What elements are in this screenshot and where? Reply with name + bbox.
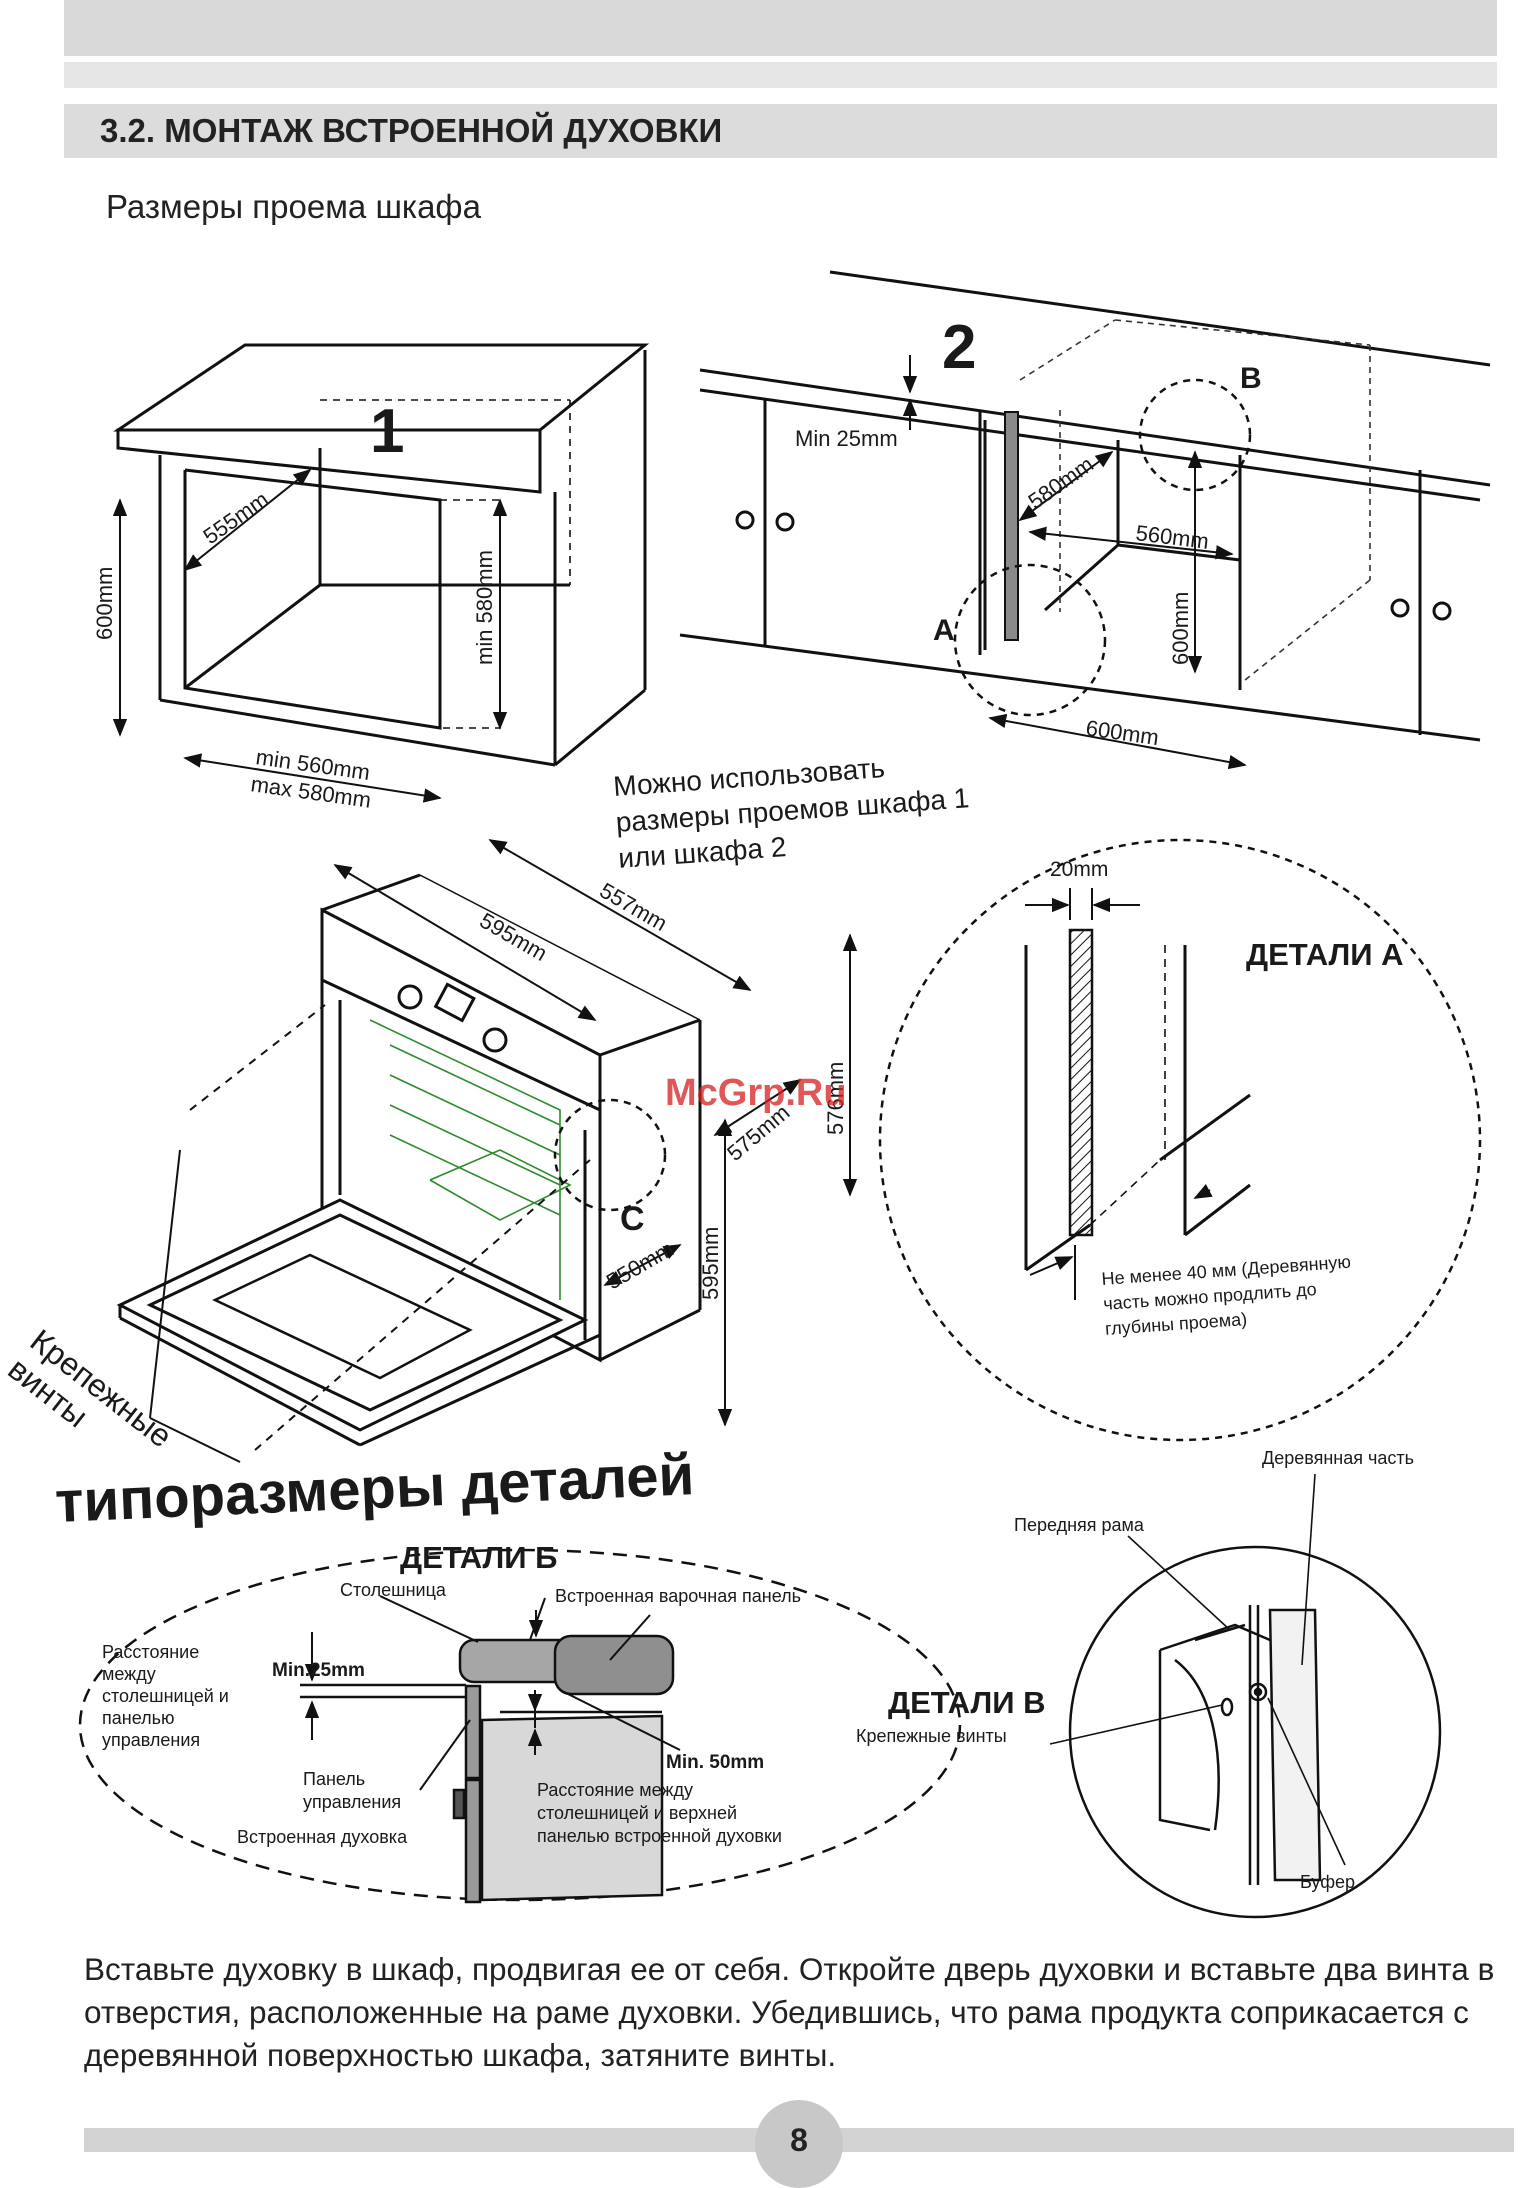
detail-v-title: ДЕТАЛИ В [888, 1685, 1046, 1720]
svg-text:столешницей и верхней: столешницей и верхней [537, 1803, 737, 1823]
svg-text:панелью: панелью [102, 1708, 175, 1728]
big-heading: типоразмеры деталей [54, 1442, 696, 1535]
svg-text:управления: управления [102, 1730, 200, 1750]
cabinet-1-diagram [113, 343, 650, 767]
oven-door-depth-label: 550mm [602, 1236, 678, 1294]
top-decor-bar [64, 0, 1497, 56]
cabinet-1-min-height-label: min 580mm [472, 550, 497, 665]
cabinet-1-number: 1 [370, 397, 404, 466]
detail-a-circle [878, 838, 1482, 1442]
cabinet-2-min-gap-label: Min 25mm [795, 426, 898, 451]
oven-detail-circle-c [553, 1098, 667, 1212]
svg-text:между: между [102, 1664, 156, 1684]
detail-b-oven-label: Встроенная духовка [237, 1827, 408, 1847]
oven-racks [369, 1019, 572, 1300]
cabinet-2-label-b: B [1240, 362, 1262, 395]
cabinet-1-depth-label: 555mm [199, 487, 273, 550]
detail-v-buffer-label: Буфер [1300, 1872, 1355, 1892]
detail-b-distance-top-label: Расстояние между столешницей и верхней п… [537, 1780, 782, 1846]
oven-dimensions [149, 839, 858, 1463]
detail-a-drawing [1024, 945, 1251, 1272]
detail-a-title: ДЕТАЛИ А [1246, 937, 1404, 972]
svg-text:панелью встроенной духовки: панелью встроенной духовки [537, 1826, 782, 1846]
section-title: 3.2. МОНТАЖ ВСТРОЕННОЙ ДУХОВКИ [100, 112, 723, 149]
detail-b-distance-label: Расстояние между столешницей и панелью у… [102, 1642, 229, 1750]
section-header-bar [64, 104, 1497, 158]
subtitle: Размеры проема шкафа [106, 188, 481, 225]
detail-b-hob-label: Встроенная варочная панель [555, 1586, 801, 1606]
cabinet-note: Можно использовать размеры проемов шкафа… [612, 752, 970, 874]
svg-text:Панель: Панель [303, 1769, 365, 1789]
cabinet-2-panel [1004, 411, 1019, 641]
cabinet-2-depth-label: 580mm [1024, 452, 1098, 515]
detail-b-drawing [300, 1634, 675, 1904]
cabinet-1-dimensions [112, 468, 508, 803]
detail-b-panel-label: Панель управления [303, 1769, 401, 1812]
detail-b-dimensions [304, 1595, 681, 1791]
detail-v-circle [1068, 1545, 1442, 1919]
oven-side-576-label: 576mm [823, 1062, 848, 1135]
detail-a-gap-label: 20mm [1050, 858, 1108, 881]
instructions-paragraph: Вставьте духовку в шкаф, продвигая ее от… [84, 1951, 1495, 2073]
svg-text:глубины проема): глубины проема) [1104, 1309, 1247, 1339]
svg-text:или шкафа 2: или шкафа 2 [617, 831, 787, 874]
detail-a-dimensions [1025, 888, 1213, 1300]
detail-b-min50-label: Min. 50mm [666, 1752, 764, 1773]
cabinet-2-number: 2 [942, 313, 976, 382]
watermark: McGrp.Ru [665, 1072, 847, 1114]
svg-text:Расстояние между: Расстояние между [537, 1780, 693, 1800]
detail-v-leaders [1049, 1473, 1346, 1866]
detail-v-wood-label: Деревянная часть [1262, 1448, 1414, 1468]
cabinet-2-dimensions [902, 355, 1247, 770]
oven-diagram [116, 873, 702, 1447]
oven-width-label: 595mm [476, 908, 552, 966]
cabinet-2-diagram [679, 270, 1491, 742]
page-number-badge [755, 2100, 843, 2188]
top-decor-bar-thin [64, 62, 1497, 88]
page-number: 8 [790, 2122, 808, 2158]
cabinet-2-height-label: 600mm [1168, 592, 1193, 665]
svg-text:управления: управления [303, 1792, 401, 1812]
detail-b-countertop-label: Столешница [340, 1580, 447, 1600]
detail-a-hatched-panel [1068, 928, 1094, 1237]
svg-text:Расстояние: Расстояние [102, 1642, 199, 1662]
detail-a-note: Не менее 40 мм (Деревянную часть можно п… [1101, 1252, 1352, 1339]
detail-b-title: ДЕТАЛИ Б [400, 1540, 557, 1575]
detail-v-frame-label: Передняя рама [1014, 1515, 1145, 1535]
cabinet-2-label-a: A [933, 614, 955, 647]
cabinet-2-front-width-label: 600mm [1084, 715, 1160, 750]
detail-b-ellipse [78, 1548, 962, 1902]
oven-label-c: C [620, 1200, 645, 1238]
oven-front-height-label: 595mm [698, 1227, 723, 1300]
cabinet-1-height-label: 600mm [92, 567, 117, 640]
detail-v-drawing [1158, 1605, 1322, 1885]
detail-v-screws-label: Крепежные винты [856, 1726, 1007, 1746]
detail-b-min25-label: Min.25mm [272, 1660, 365, 1681]
svg-text:столешницей и: столешницей и [102, 1686, 229, 1706]
